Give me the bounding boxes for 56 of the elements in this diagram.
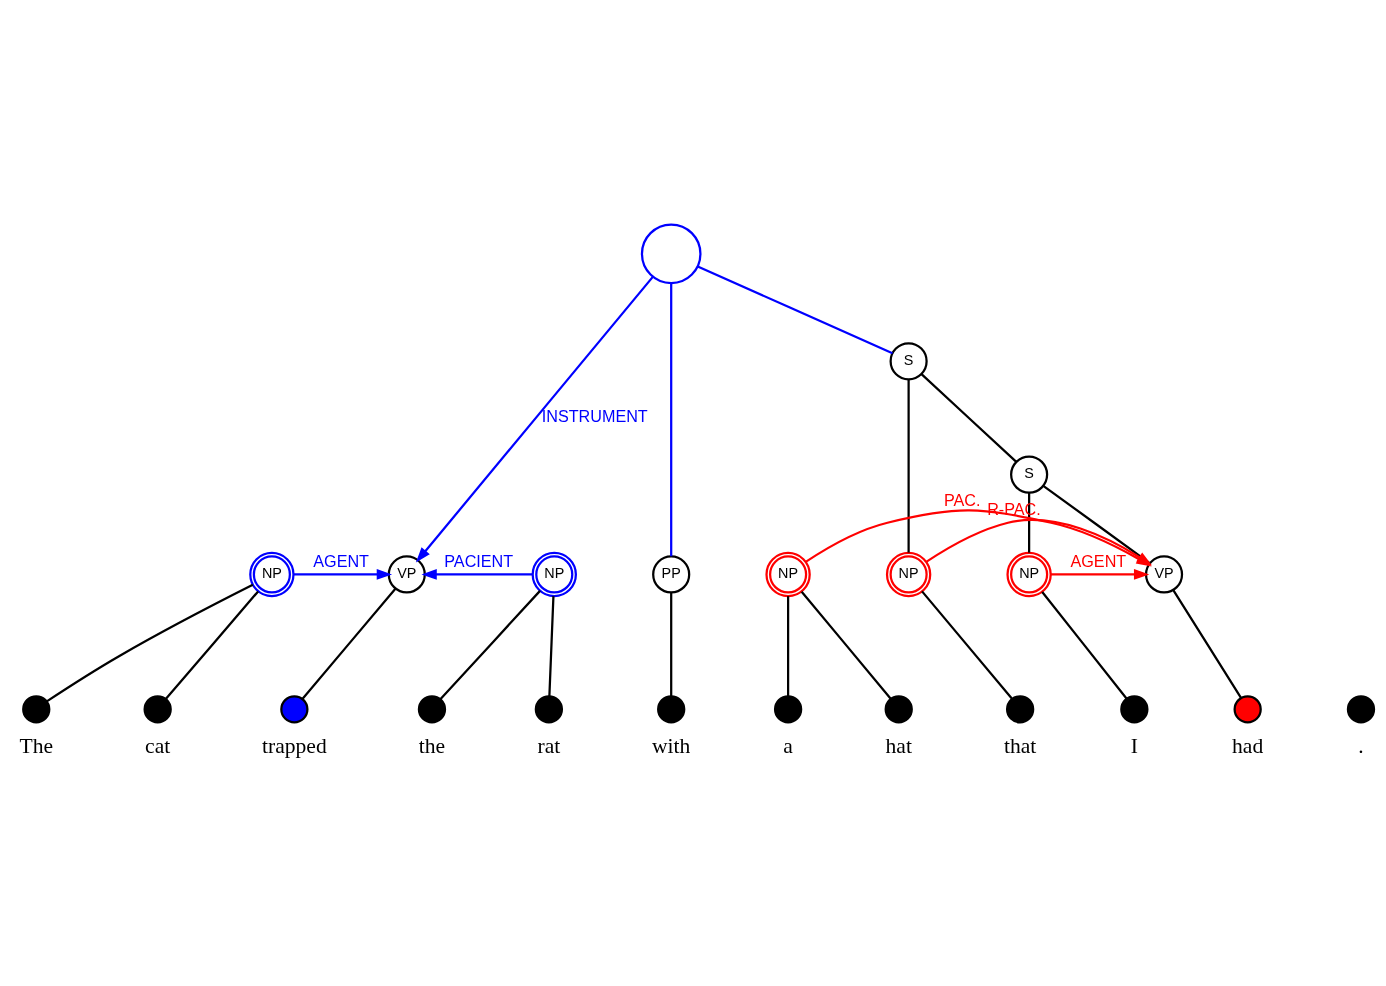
node-circle (1120, 694, 1149, 723)
edge-label: AGENT (1070, 551, 1127, 570)
node-circle (280, 694, 309, 723)
node-circle (1233, 694, 1262, 723)
node-circle: S (1010, 455, 1049, 494)
node-label: the (418, 733, 446, 758)
edge-label: PAC. (943, 490, 981, 509)
connector (670, 591, 673, 696)
node-circle: S (889, 341, 928, 380)
connector (165, 590, 259, 699)
edge-label: PACIENT (444, 551, 514, 570)
edge-label: INSTRUMENT (541, 406, 648, 425)
node-circle (1005, 694, 1035, 723)
node-label: that (1003, 733, 1037, 758)
node-label: The (19, 733, 54, 758)
node-label: cat (145, 733, 171, 758)
node-label: with (652, 733, 691, 758)
connector (301, 587, 397, 700)
node-circle (417, 694, 447, 723)
node-label: rat (537, 733, 561, 758)
connector (800, 590, 892, 699)
node-circle: PP (652, 554, 691, 594)
connector (548, 595, 555, 696)
connector (920, 372, 1018, 463)
connector (439, 589, 541, 700)
node-circle (22, 694, 51, 723)
arrow (415, 275, 654, 563)
edge-label: AGENT (313, 551, 369, 570)
node-label: a (783, 733, 793, 758)
node-circle (773, 694, 803, 723)
node-circle (534, 694, 564, 723)
connector (1172, 589, 1242, 698)
arrow (293, 568, 393, 580)
connector (1041, 590, 1128, 699)
node-circle (1346, 694, 1376, 723)
node-label: hat (885, 733, 912, 758)
connector (697, 265, 893, 354)
connector (787, 595, 790, 696)
connector (907, 379, 910, 553)
node-circle (884, 694, 913, 723)
arrow (1050, 568, 1150, 580)
connector (1028, 492, 1031, 553)
connector (921, 590, 1013, 699)
connector (670, 282, 673, 556)
node-circle (657, 694, 686, 723)
node-circle: VP (1144, 554, 1184, 594)
connector (46, 583, 254, 702)
connector (1042, 484, 1151, 564)
node-circle (143, 694, 172, 723)
node-label: I (1130, 733, 1138, 758)
node-circle: VP (387, 554, 426, 594)
arrow (421, 568, 533, 580)
node-label: had (1232, 733, 1264, 758)
node-label: trapped (262, 733, 327, 758)
node-label: . (1358, 733, 1364, 758)
node-circle (640, 222, 702, 284)
